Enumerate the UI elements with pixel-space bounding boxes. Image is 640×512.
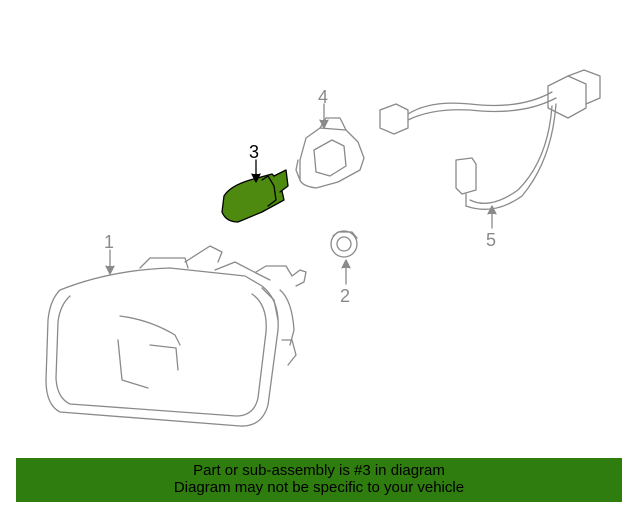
banner-line-1: Part or sub-assembly is #3 in diagram	[193, 462, 445, 479]
callout-4: 4	[318, 87, 328, 107]
bulb-socket[interactable]	[295, 117, 365, 189]
callout-5: 5	[486, 230, 496, 250]
bulb[interactable]	[221, 169, 289, 223]
callout-3: 3	[249, 142, 259, 162]
grommet[interactable]	[330, 230, 358, 258]
wiring-harness[interactable]	[379, 69, 601, 210]
parts-diagram: 1 2 3 4 5	[45, 69, 601, 427]
callout-1: 1	[104, 232, 114, 252]
banner-line-2: Diagram may not be specific to your vehi…	[173, 479, 465, 496]
callout-2: 2	[340, 286, 350, 306]
info-banner: Part or sub-assembly is #3 in diagram Di…	[16, 458, 622, 502]
fog-lamp-housing[interactable]	[45, 245, 307, 427]
